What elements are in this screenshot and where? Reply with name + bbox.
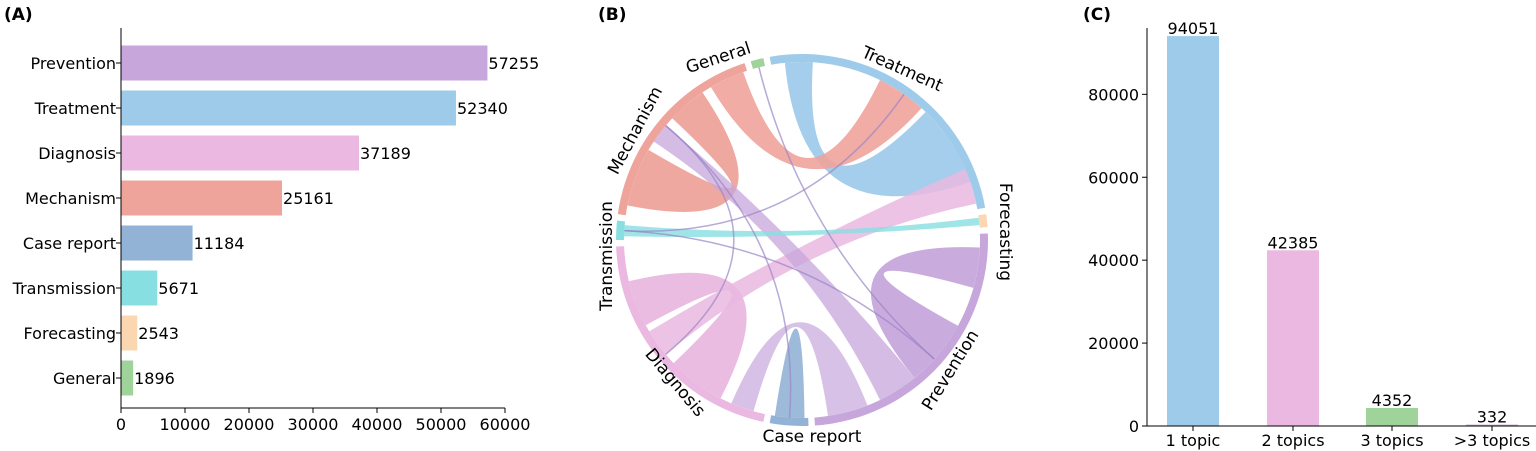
bar-c-3 [1466,424,1518,426]
xtick-label-a-5: 50000 [416,415,467,434]
xtick-label-a-4: 40000 [352,415,403,434]
value-label-c-3: 332 [1477,408,1508,427]
ytick-label-a-7: General [53,369,116,388]
node-arc-1 [978,214,988,228]
bar-a-4 [121,225,193,261]
xtick-label-a-1: 10000 [160,415,211,434]
bar-c-2 [1366,407,1418,426]
ribbon-mechanism-self [627,92,739,212]
ribbon-mechanism-treatment [710,72,922,170]
value-label-a-4: 11184 [194,234,245,253]
chart-c: 94051 1 topic 42385 2 topics 4352 3 topics 332… [1088,19,1536,450]
link-2 [624,229,935,360]
ytick-label-c-4: 80000 [1088,85,1139,104]
ribbon-prevention-self [870,247,980,378]
bar-a-6 [121,315,138,351]
value-label-a-0: 57255 [488,54,539,73]
xtick-label-a-3: 30000 [288,415,339,434]
value-label-a-3: 25161 [283,189,334,208]
value-label-a-6: 2543 [138,324,179,343]
xtick-label-a-2: 20000 [224,415,275,434]
bar-c-0 [1167,36,1219,426]
chord-label-1: Forecasting [995,183,1015,281]
value-label-a-5: 5671 [158,279,199,298]
xtick-label-a-6: 60000 [480,415,531,434]
bar-a-5 [121,270,158,306]
ribbon-diagnosis-self [628,272,747,399]
panel-label-b: (B) [598,5,627,25]
value-label-c-0: 94051 [1168,19,1219,38]
bar-a-7 [121,360,134,396]
bar-a-0 [121,45,488,81]
node-arc-3 [769,415,809,427]
ribbon-prevention-diagnosis [731,322,868,417]
ytick-label-a-4: Case report [23,234,116,253]
ytick-label-c-2: 40000 [1088,251,1139,270]
panel-label-a: (A) [4,5,33,25]
xtick-label-a-0: 0 [116,415,126,434]
node-arc-5 [616,220,625,240]
value-label-c-2: 4352 [1372,391,1413,410]
ytick-label-c-0: 0 [1129,417,1139,436]
link-3 [758,67,935,360]
bar-a-2 [121,135,360,171]
value-label-a-7: 1896 [134,369,175,388]
ytick-label-a-2: Diagnosis [38,144,116,163]
chord-label-3: Case report [763,427,862,447]
link-0 [624,93,905,232]
panel-label-c: (C) [1083,5,1111,25]
xtick-label-c-2: 3 topics [1360,431,1423,450]
ytick-label-c-1: 20000 [1088,334,1139,353]
chord-label-5: Transmission [597,201,617,312]
ribbon-transmission-forecasting [624,217,980,238]
ribbon-diagnosis-treatment [649,169,977,355]
bar-a-1 [121,90,456,126]
xtick-label-c-3: >3 topics [1454,431,1530,450]
ytick-label-a-6: Forecasting [24,324,116,343]
link-4 [665,125,735,355]
value-label-a-2: 37189 [360,144,411,163]
ytick-label-a-1: Treatment [34,99,116,118]
node-arc-4 [616,246,765,422]
bar-c-1 [1267,250,1319,426]
link-1 [665,125,792,418]
bar-a-3 [121,180,283,216]
node-arc-7 [750,58,765,69]
xtick-label-c-0: 1 topic [1166,431,1221,450]
xtick-label-c-1: 2 topics [1261,431,1324,450]
ytick-label-a-5: Transmission [12,279,116,298]
ytick-label-c-3: 60000 [1088,168,1139,187]
value-label-a-1: 52340 [457,99,508,118]
ytick-label-a-0: Prevention [30,54,116,73]
value-label-c-1: 42385 [1268,233,1319,252]
ribbon-prevention-mechanism [653,125,915,400]
ytick-label-a-3: Mechanism [25,189,116,208]
